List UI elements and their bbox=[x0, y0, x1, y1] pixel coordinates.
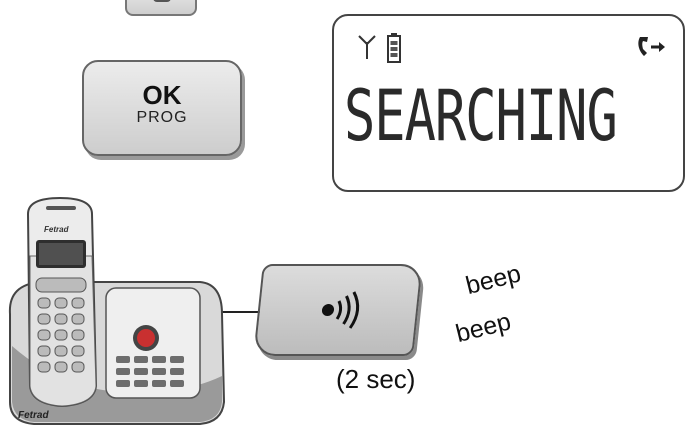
page-broadcast-icon bbox=[321, 291, 360, 329]
ok-prog-button[interactable]: OK PROG bbox=[82, 60, 242, 156]
antenna-icon bbox=[358, 35, 376, 59]
page-button[interactable] bbox=[253, 264, 423, 356]
prog-label: PROG bbox=[136, 109, 188, 126]
base-brand: Fetrad bbox=[18, 410, 49, 421]
battery-icon bbox=[387, 33, 401, 63]
handset-arrow-icon bbox=[638, 37, 665, 56]
handset-brand: Fetrad bbox=[44, 225, 70, 234]
lcd-display: SEARCHING bbox=[332, 14, 685, 192]
lcd-message: SEARCHING bbox=[344, 76, 618, 158]
ok-label: OK bbox=[142, 80, 182, 110]
top-key[interactable] bbox=[125, 0, 197, 16]
cordless-phone-illustration: Fetrad Fetrad bbox=[8, 196, 226, 425]
press-duration-label: (2 sec) bbox=[336, 364, 416, 394]
